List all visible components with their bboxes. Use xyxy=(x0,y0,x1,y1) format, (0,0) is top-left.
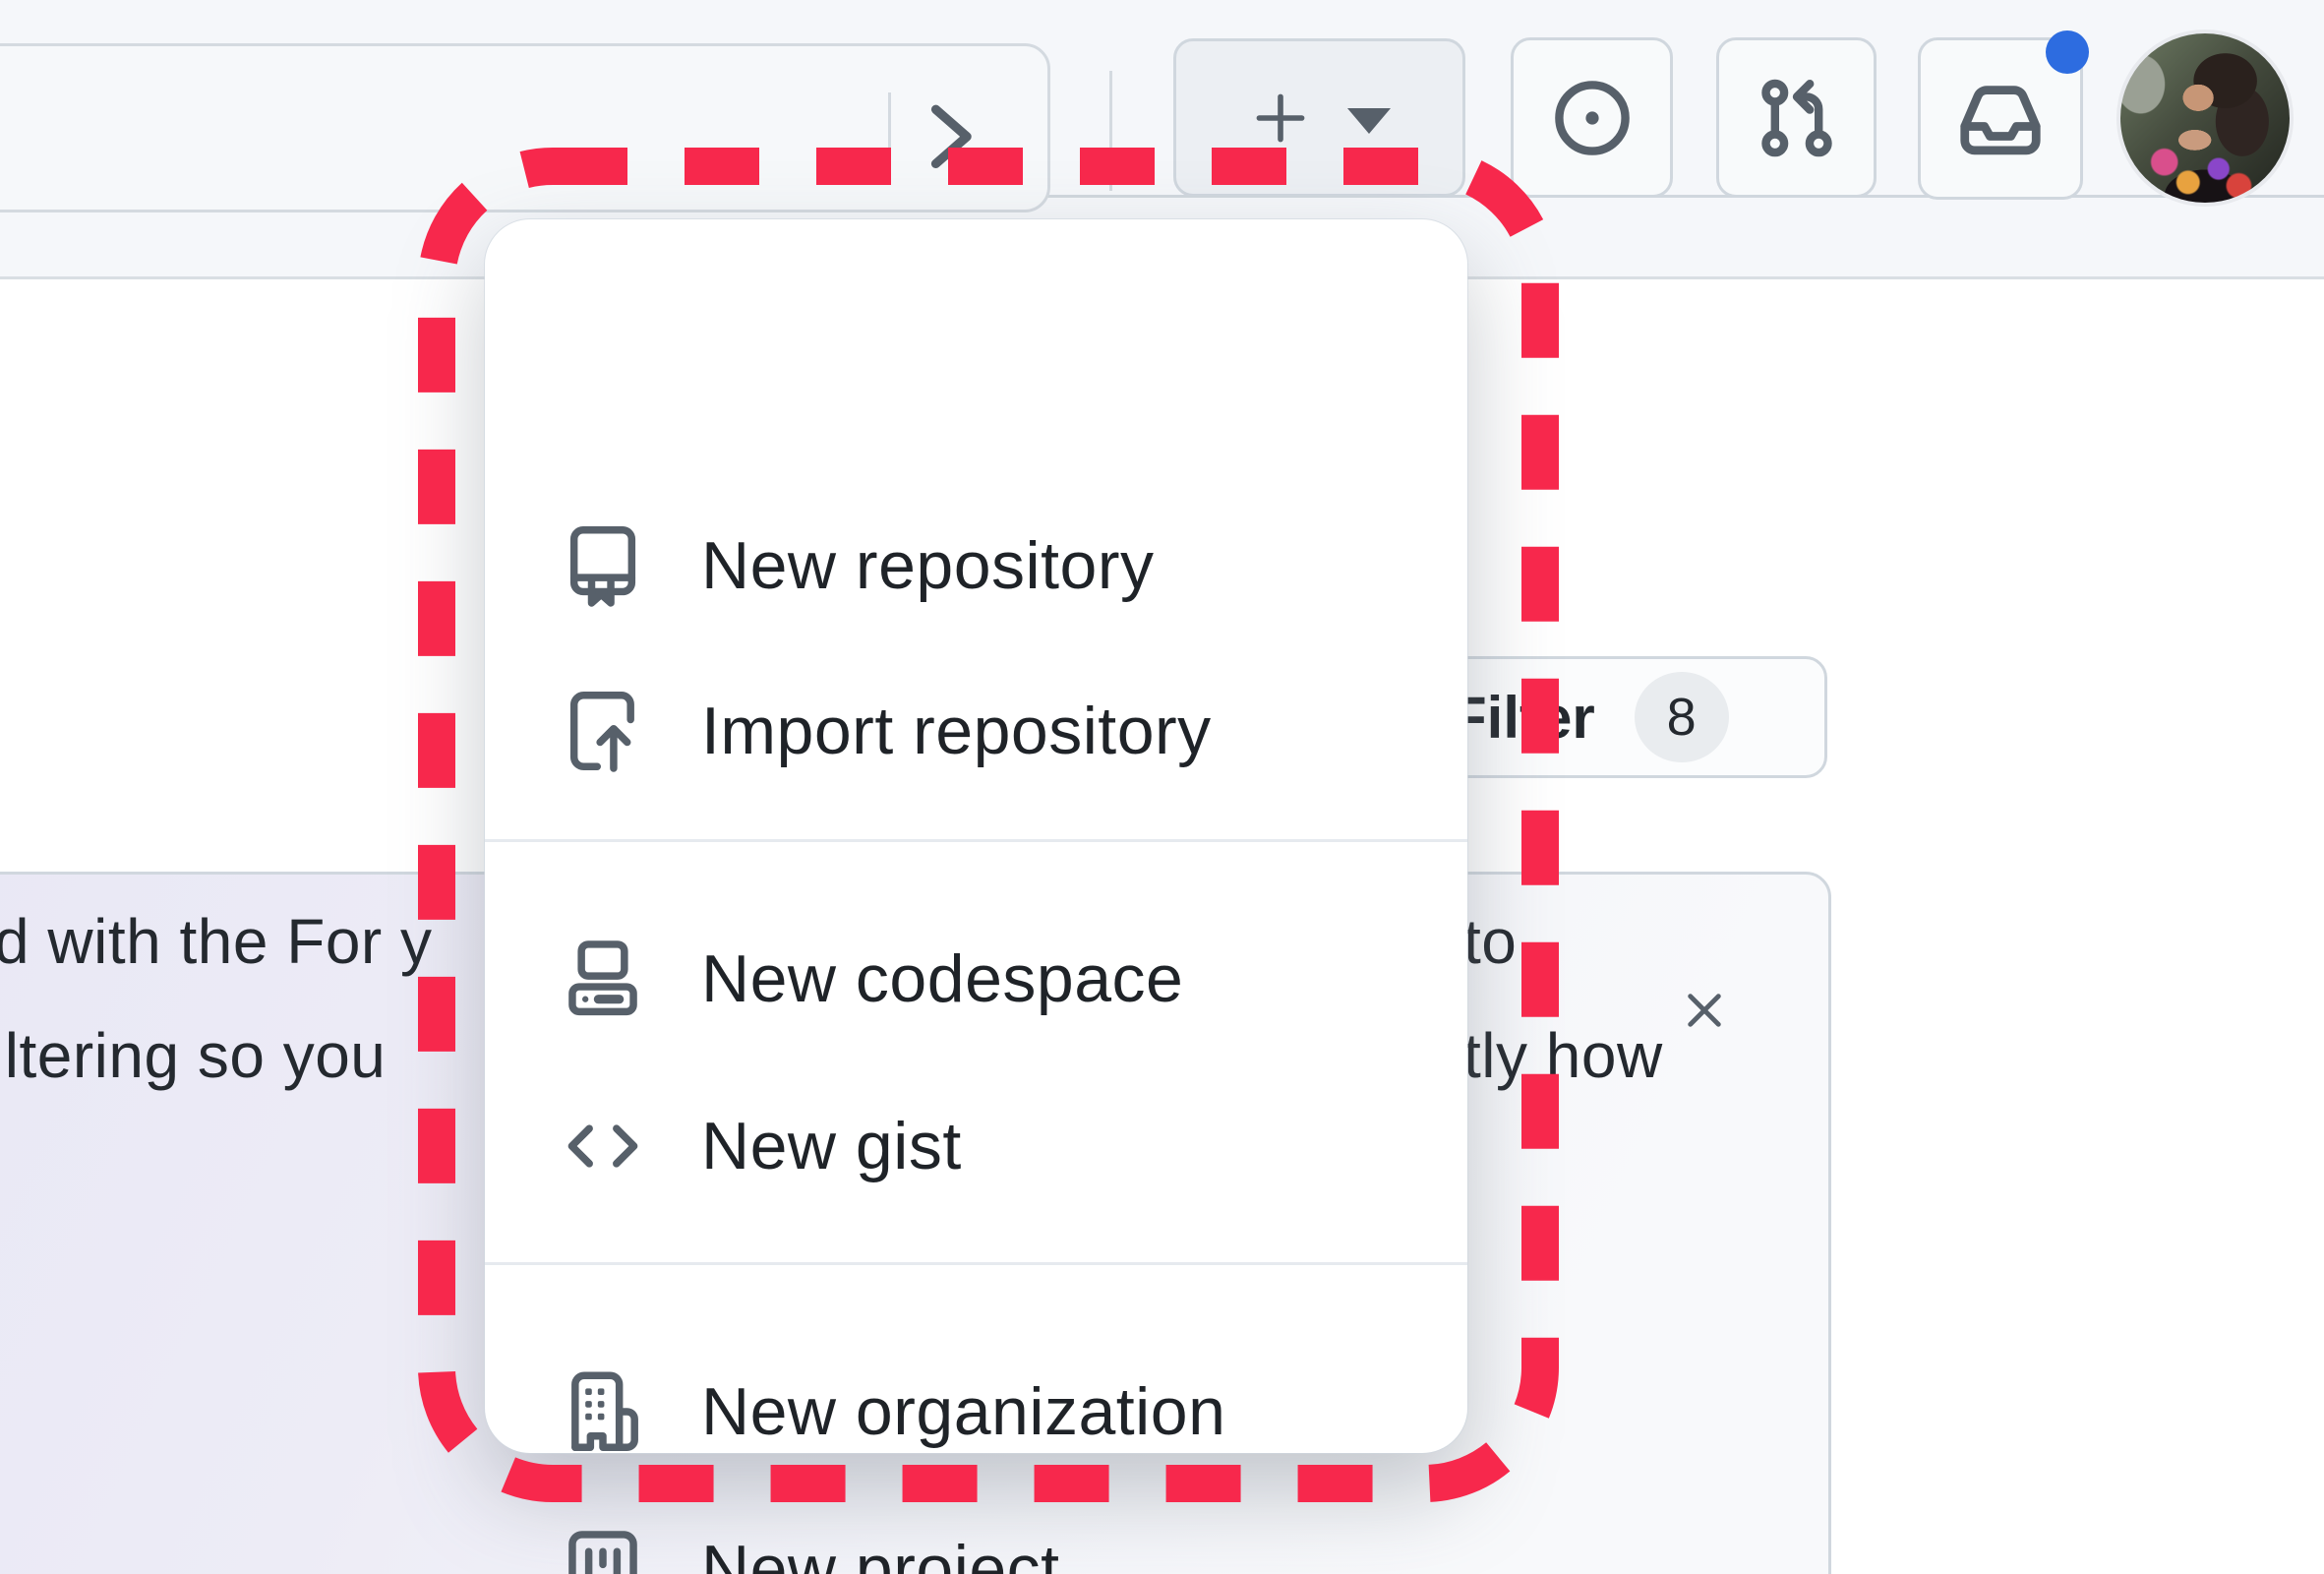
banner-text-line1-left: d with the For y xyxy=(0,906,433,977)
create-new-button[interactable] xyxy=(1173,38,1465,197)
menu-item-label: New project xyxy=(701,1532,1060,1574)
banner-text-line2-right: tly how xyxy=(1463,1020,1663,1091)
filter-button-label: Filter xyxy=(1451,684,1595,751)
repo-icon xyxy=(558,520,648,611)
global-header xyxy=(0,0,2324,212)
menu-item-label: New repository xyxy=(701,528,1155,603)
pull-requests-button[interactable] xyxy=(1716,37,1877,198)
toolbar-separator xyxy=(1109,71,1112,191)
inbox-icon xyxy=(1960,85,2041,154)
git-pull-request-icon xyxy=(1760,79,1832,156)
menu-item-label: New organization xyxy=(701,1374,1226,1449)
menu-item-new-project[interactable]: New project xyxy=(485,1495,1467,1574)
command-palette-button[interactable] xyxy=(924,96,1015,179)
project-icon xyxy=(558,1524,648,1574)
menu-item-new-codespace[interactable]: New codespace xyxy=(485,905,1467,1053)
organization-icon xyxy=(558,1366,648,1457)
search-divider xyxy=(888,92,891,183)
repo-push-icon xyxy=(558,686,648,776)
banner-text-line1-right: to xyxy=(1463,906,1518,977)
close-icon xyxy=(1688,994,1721,1027)
issues-button[interactable] xyxy=(1511,37,1673,198)
menu-item-import-repository[interactable]: Import repository xyxy=(485,657,1467,805)
menu-item-new-organization[interactable]: New organization xyxy=(485,1338,1467,1485)
notification-dot xyxy=(2046,30,2089,74)
issue-opened-icon xyxy=(1554,80,1630,155)
create-new-dropdown-menu: New repository Import repository xyxy=(485,219,1467,1574)
menu-item-label: New gist xyxy=(701,1109,962,1183)
menu-item-label: New codespace xyxy=(701,941,1184,1016)
search-input[interactable] xyxy=(0,43,1050,212)
filter-count-badge: 8 xyxy=(1634,672,1729,762)
banner-text-line2-left: iltering so you xyxy=(0,1020,387,1091)
menu-item-new-gist[interactable]: New gist xyxy=(485,1072,1467,1220)
chevron-down-icon xyxy=(1346,107,1391,134)
code-icon xyxy=(558,1101,648,1191)
menu-item-label: Import repository xyxy=(701,694,1212,768)
menu-divider xyxy=(485,1262,1467,1265)
menu-item-new-repository[interactable]: New repository xyxy=(485,492,1467,639)
terminal-prompt-icon xyxy=(930,104,1010,174)
codespaces-icon xyxy=(558,934,648,1024)
plus-icon xyxy=(1256,93,1304,142)
menu-divider xyxy=(485,839,1467,842)
banner-close-button[interactable] xyxy=(1672,978,1737,1043)
filter-button[interactable]: Filter 8 xyxy=(1416,656,1827,778)
avatar[interactable] xyxy=(2120,33,2290,203)
